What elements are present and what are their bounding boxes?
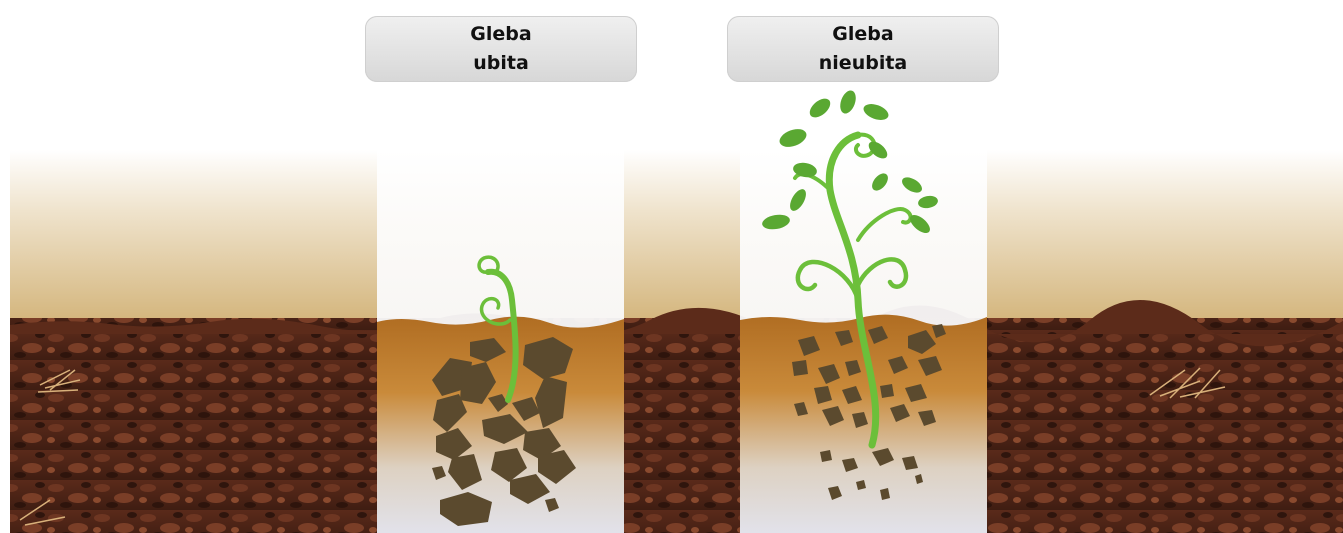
compacted-soil-label: Gleba ubita bbox=[365, 16, 637, 82]
uncompacted-soil-label-line1: Gleba bbox=[832, 20, 893, 49]
compacted-soil-label-line2: ubita bbox=[473, 49, 529, 78]
uncompacted-soil-panel bbox=[740, 88, 987, 533]
uncompacted-soil-label: Gleba nieubita bbox=[727, 16, 999, 82]
compacted-soil-label-line1: Gleba bbox=[470, 20, 531, 49]
uncompacted-soil-label-line2: nieubita bbox=[819, 49, 907, 78]
compacted-soil-panel bbox=[377, 150, 624, 533]
field-straw-background bbox=[10, 150, 1343, 325]
field-soil bbox=[10, 318, 1343, 533]
